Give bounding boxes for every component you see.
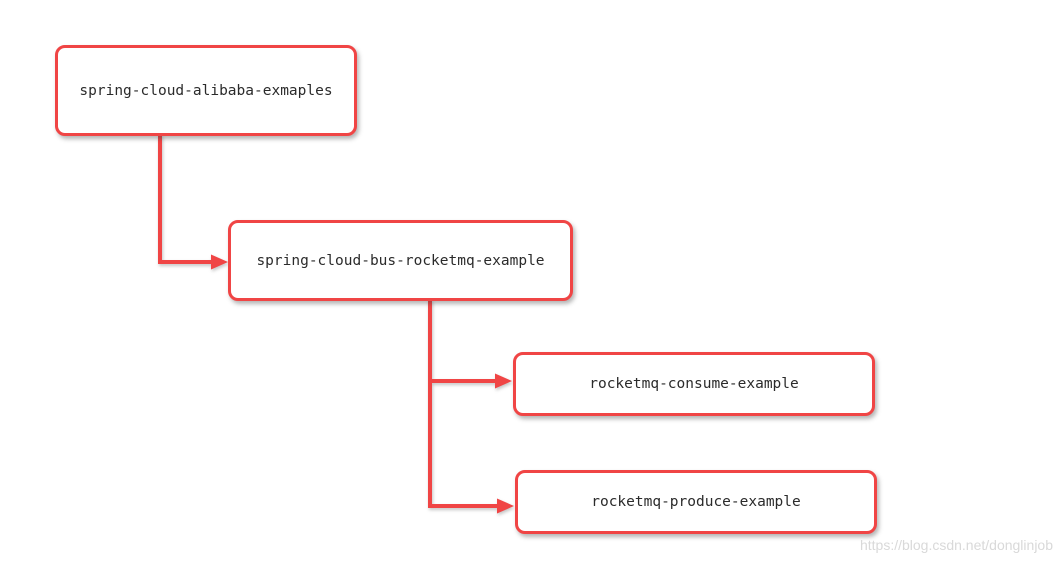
node-spring-cloud-alibaba-exmaples: spring-cloud-alibaba-exmaples <box>55 45 357 136</box>
node-rocketmq-produce-example: rocketmq-produce-example <box>515 470 877 534</box>
arrowhead-root-to-bus-icon <box>211 254 228 270</box>
node-label: spring-cloud-alibaba-exmaples <box>79 82 333 99</box>
node-spring-cloud-bus-rocketmq-example: spring-cloud-bus-rocketmq-example <box>228 220 573 301</box>
arrow-bus-stem <box>428 299 499 508</box>
arrowhead-bus-to-produce-icon <box>497 498 514 514</box>
node-label: spring-cloud-bus-rocketmq-example <box>256 252 545 269</box>
node-label: rocketmq-produce-example <box>591 494 801 510</box>
node-rocketmq-consume-example: rocketmq-consume-example <box>513 352 875 416</box>
node-label: rocketmq-consume-example <box>589 376 799 392</box>
arrowhead-bus-to-consume-icon <box>495 373 512 389</box>
watermark-url: https://blog.csdn.net/donglinjob <box>859 537 1053 553</box>
arrow-root-to-bus <box>158 134 213 264</box>
